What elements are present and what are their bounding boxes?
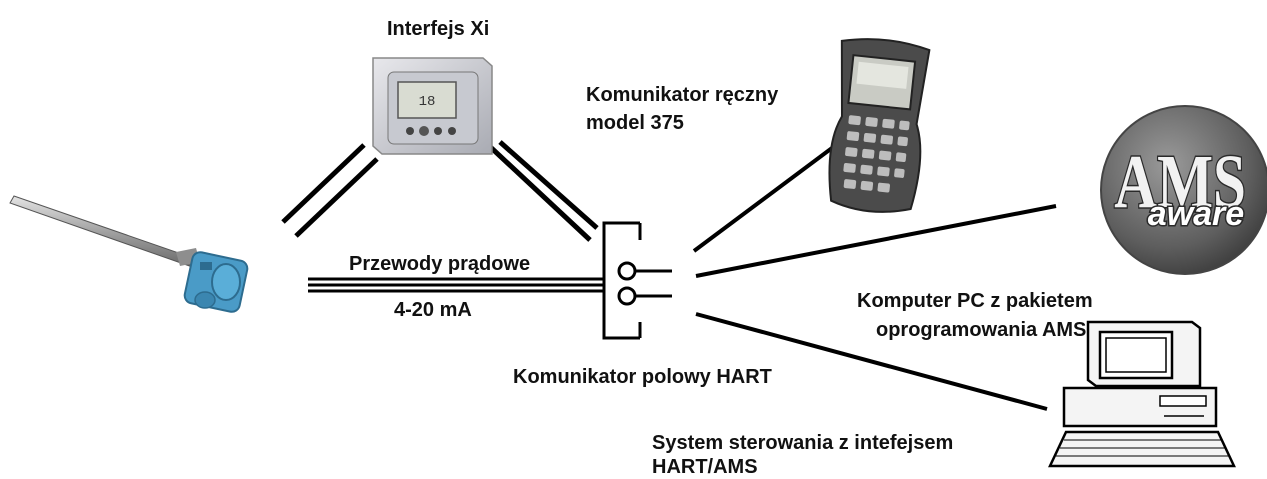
xi-left-link	[281, 143, 379, 238]
handheld-link	[692, 146, 834, 253]
hart-field-comm-label: Komunikator polowy HART	[513, 366, 772, 388]
ams-link	[695, 204, 1057, 278]
control-system-label-line1: System sterowania z intefejsem	[652, 432, 954, 454]
svg-text:18: 18	[419, 94, 436, 110]
pc-link	[695, 312, 1048, 411]
handheld-label-line1: Komunikator ręczny	[586, 84, 779, 106]
pc-label-line1: Komputer PC z pakietem	[857, 290, 1093, 312]
ams-logo-top: AMS	[1114, 139, 1246, 224]
probe-head-icon	[183, 251, 249, 313]
current-range-label: 4-20 mA	[394, 299, 472, 321]
hart-field-communicator-icon	[602, 221, 672, 340]
handheld-communicator-icon	[828, 38, 931, 213]
oxygen-probe-icon	[9, 195, 249, 313]
pc-computer-icon	[1048, 320, 1236, 468]
pc-label-line2: oprogramowania AMS	[876, 319, 1087, 341]
xi-interface-icon: 18	[372, 57, 493, 155]
handheld-label-line2: model 375	[586, 112, 684, 134]
current-wires-label: Przewody prądowe	[349, 253, 531, 275]
ams-logo-bottom: aware	[1148, 195, 1244, 233]
ams-aware-logo: AMS aware	[1100, 105, 1267, 275]
xi-interface-label: Interfejs Xi	[387, 18, 490, 40]
control-system-label-line2: HART/AMS	[652, 456, 758, 478]
current-wires-line	[308, 277, 604, 293]
xi-right-link	[483, 140, 599, 242]
